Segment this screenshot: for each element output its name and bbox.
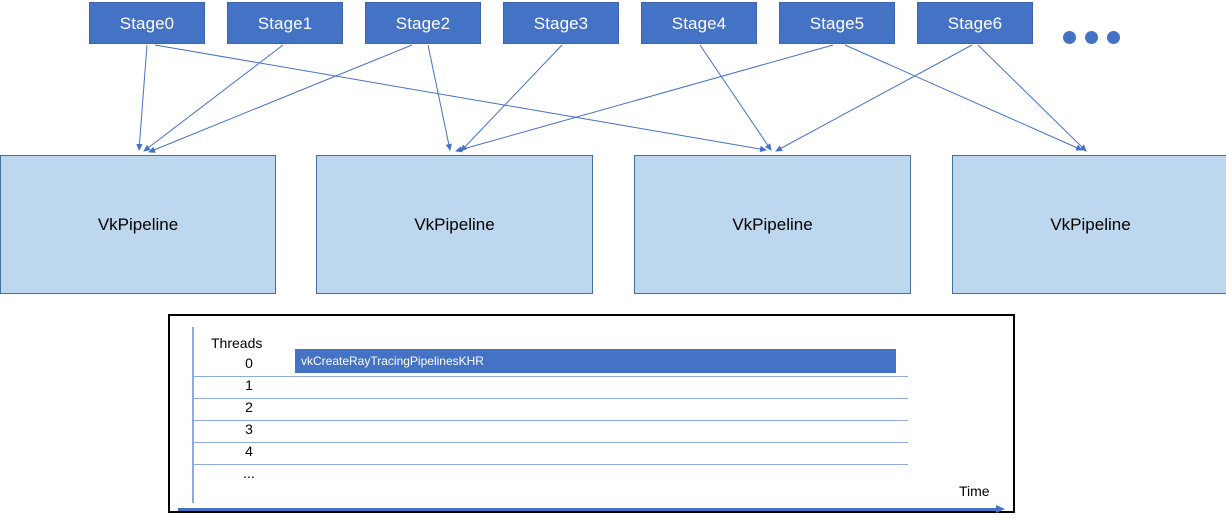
stage-box-2[interactable]: Stage2 (365, 2, 481, 44)
pipeline-box-3[interactable]: VkPipeline (634, 155, 911, 294)
connector-stage2-pipeline2 (427, 44, 452, 151)
time-axis-line (178, 508, 996, 511)
thread-row-label: 3 (245, 421, 253, 437)
stage-box-6[interactable]: Stage6 (917, 2, 1033, 44)
stage-box-0[interactable]: Stage0 (89, 2, 205, 44)
connector-stage3-pipeline2 (460, 44, 563, 152)
timeline-inner: Threads 0 1 2 3 4 (170, 316, 1013, 513)
connector-stage2-pipeline1 (148, 44, 413, 153)
stage-label: Stage2 (395, 13, 451, 33)
time-axis-label: Time (959, 483, 990, 499)
connector-stage1-pipeline1 (143, 44, 284, 152)
stage-label: Stage3 (533, 13, 589, 33)
thread-row-4[interactable]: 4 (192, 443, 908, 465)
ellipsis-dot (1107, 31, 1120, 44)
activity-bar-vkcreateraytracingpipelineskhr[interactable]: vkCreateRayTracingPipelinesKHR (295, 349, 896, 373)
stage-label: Stage4 (671, 13, 727, 33)
pipeline-box-4[interactable]: VkPipeline (952, 155, 1226, 294)
thread-row-line (192, 420, 908, 421)
thread-row-label: 2 (245, 399, 253, 415)
connector-stage0-pipeline3 (154, 44, 767, 153)
connector-stage4-pipeline3 (699, 44, 772, 151)
thread-row-line (192, 376, 908, 377)
thread-row-label: 0 (245, 355, 253, 371)
thread-row-label: ... (243, 465, 255, 481)
connector-stage6-pipeline4 (977, 44, 1087, 152)
thread-row-1[interactable]: 1 (192, 377, 908, 399)
thread-row-line (192, 464, 908, 465)
thread-axis-line (192, 327, 194, 503)
pipeline-box-1[interactable]: VkPipeline (0, 155, 276, 294)
ellipsis-dot (1085, 31, 1098, 44)
arrow-right-icon (996, 505, 1005, 513)
pipeline-label: VkPipeline (1050, 214, 1131, 234)
thread-row-more[interactable]: ... (192, 465, 908, 487)
connector-stage0-pipeline1 (136, 44, 148, 151)
connector-stage5-pipeline2 (455, 44, 834, 153)
stage-box-1[interactable]: Stage1 (227, 2, 343, 44)
connector-stage5-pipeline4 (844, 44, 1083, 151)
thread-row-0[interactable]: 0 (192, 355, 908, 377)
pipeline-label: VkPipeline (97, 214, 179, 234)
stage-box-5[interactable]: Stage5 (779, 2, 895, 44)
stage-ellipsis-icon (1063, 31, 1120, 44)
pipeline-label: VkPipeline (414, 214, 495, 234)
thread-row-2[interactable]: 2 (192, 399, 908, 421)
ellipsis-dot (1063, 31, 1076, 44)
timeline-panel: Threads 0 1 2 3 4 (168, 314, 1015, 513)
activity-bar-label: vkCreateRayTracingPipelinesKHR (301, 354, 484, 368)
thread-row-label: 1 (245, 377, 253, 393)
pipeline-label: VkPipeline (732, 214, 813, 234)
stage-label: Stage0 (119, 13, 175, 33)
stage-label: Stage5 (809, 13, 865, 33)
pipeline-box-2[interactable]: VkPipeline (316, 155, 593, 294)
connector-stage6-pipeline3 (775, 44, 973, 152)
time-axis-arrow (178, 505, 1005, 513)
thread-row-line (192, 486, 908, 487)
stage-box-3[interactable]: Stage3 (503, 2, 619, 44)
thread-row-label: 4 (245, 443, 253, 459)
stage-label: Stage1 (257, 13, 313, 33)
thread-row-line (192, 398, 908, 399)
thread-row-3[interactable]: 3 (192, 421, 908, 443)
stage-box-4[interactable]: Stage4 (641, 2, 757, 44)
thread-row-line (192, 442, 908, 443)
threads-header-label: Threads (211, 335, 263, 351)
stage-label: Stage6 (947, 13, 1003, 33)
